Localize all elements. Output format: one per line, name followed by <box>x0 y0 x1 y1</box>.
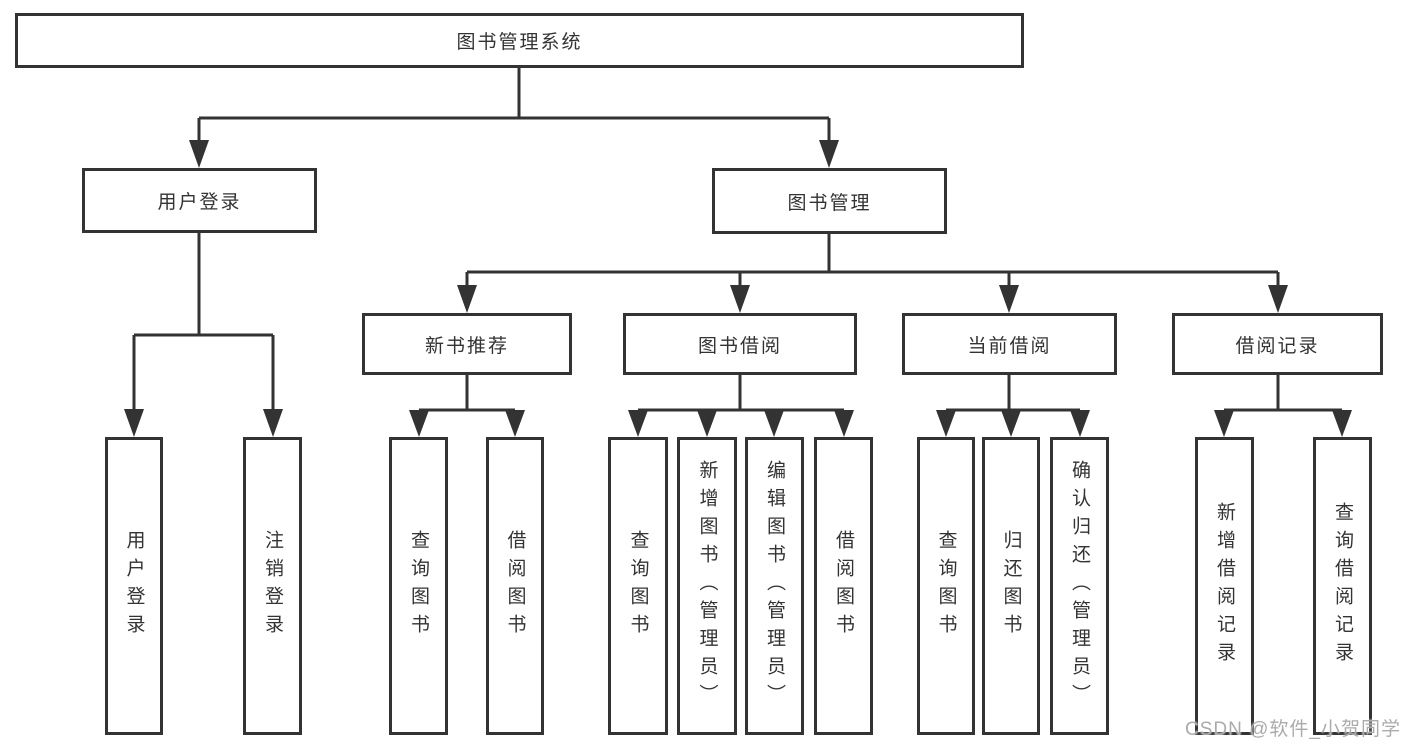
node-label: 新增借阅记录 <box>1214 502 1235 670</box>
node-label: 注销登录 <box>262 530 283 642</box>
node-label: 借阅记录 <box>1235 335 1320 357</box>
leaf-query-book: 查询图书 <box>608 437 668 735</box>
node-label: 图书管理系统 <box>456 32 583 53</box>
node-label: 用户登录 <box>157 192 242 213</box>
csdn-watermark: CSDN @软件_小贺同学 <box>1185 719 1401 740</box>
node-label: 查询图书 <box>935 530 957 642</box>
node-label: 查询图书 <box>408 530 429 642</box>
node-label: 借阅图书 <box>833 530 854 642</box>
connector-book-mgmt-to-level3 <box>465 234 1280 287</box>
node-label: 借阅图书 <box>504 530 526 642</box>
arrowheads <box>124 140 1352 437</box>
leaf-user-login: 用户登录 <box>105 437 163 735</box>
node-label: 确认归还（管理员） <box>1069 460 1090 712</box>
leaf-logout: 注销登录 <box>243 437 302 735</box>
node-borrow-record: 借阅记录 <box>1172 313 1383 375</box>
connector-current-borrow-group <box>946 375 1080 412</box>
node-label: 归还图书 <box>1000 530 1022 642</box>
node-label: 编辑图书（管理员） <box>764 460 785 712</box>
node-book-borrow: 图书借阅 <box>623 313 857 375</box>
node-book-management: 图书管理 <box>712 168 947 234</box>
node-label: 图书借阅 <box>697 335 782 357</box>
leaf-borrow-book-recommend: 借阅图书 <box>486 437 544 735</box>
connector-new-book-group <box>419 375 515 412</box>
node-label: 查询图书 <box>627 530 649 642</box>
connector-user-login-group <box>132 233 275 412</box>
leaf-query-current-book: 查询图书 <box>917 437 975 735</box>
node-label: 新书推荐 <box>424 335 509 357</box>
node-new-book-recommend: 新书推荐 <box>362 313 572 375</box>
node-current-borrow: 当前借阅 <box>902 313 1117 375</box>
leaf-confirm-return-admin: 确认归还（管理员） <box>1050 437 1109 735</box>
leaf-return-book: 归还图书 <box>982 437 1040 735</box>
leaf-add-book-admin: 新增图书（管理员） <box>677 437 737 735</box>
leaf-query-borrow-record: 查询借阅记录 <box>1313 437 1372 735</box>
connector-book-borrow-group <box>638 375 844 412</box>
connector-root-to-level2 <box>197 68 831 142</box>
node-system-root: 图书管理系统 <box>15 13 1024 68</box>
node-label: 用户登录 <box>123 530 145 642</box>
leaf-query-book-recommend: 查询图书 <box>389 437 448 735</box>
leaf-edit-book-admin: 编辑图书（管理员） <box>745 437 804 735</box>
node-user-login: 用户登录 <box>82 168 317 233</box>
leaf-borrow-book: 借阅图书 <box>814 437 873 735</box>
node-label: 图书管理 <box>787 192 872 214</box>
node-label: 新增图书（管理员） <box>696 460 718 712</box>
node-label: 查询借阅记录 <box>1332 502 1353 670</box>
node-label: 当前借阅 <box>967 335 1052 357</box>
connector-borrow-record-group <box>1224 375 1342 412</box>
leaf-add-borrow-record: 新增借阅记录 <box>1195 437 1254 735</box>
